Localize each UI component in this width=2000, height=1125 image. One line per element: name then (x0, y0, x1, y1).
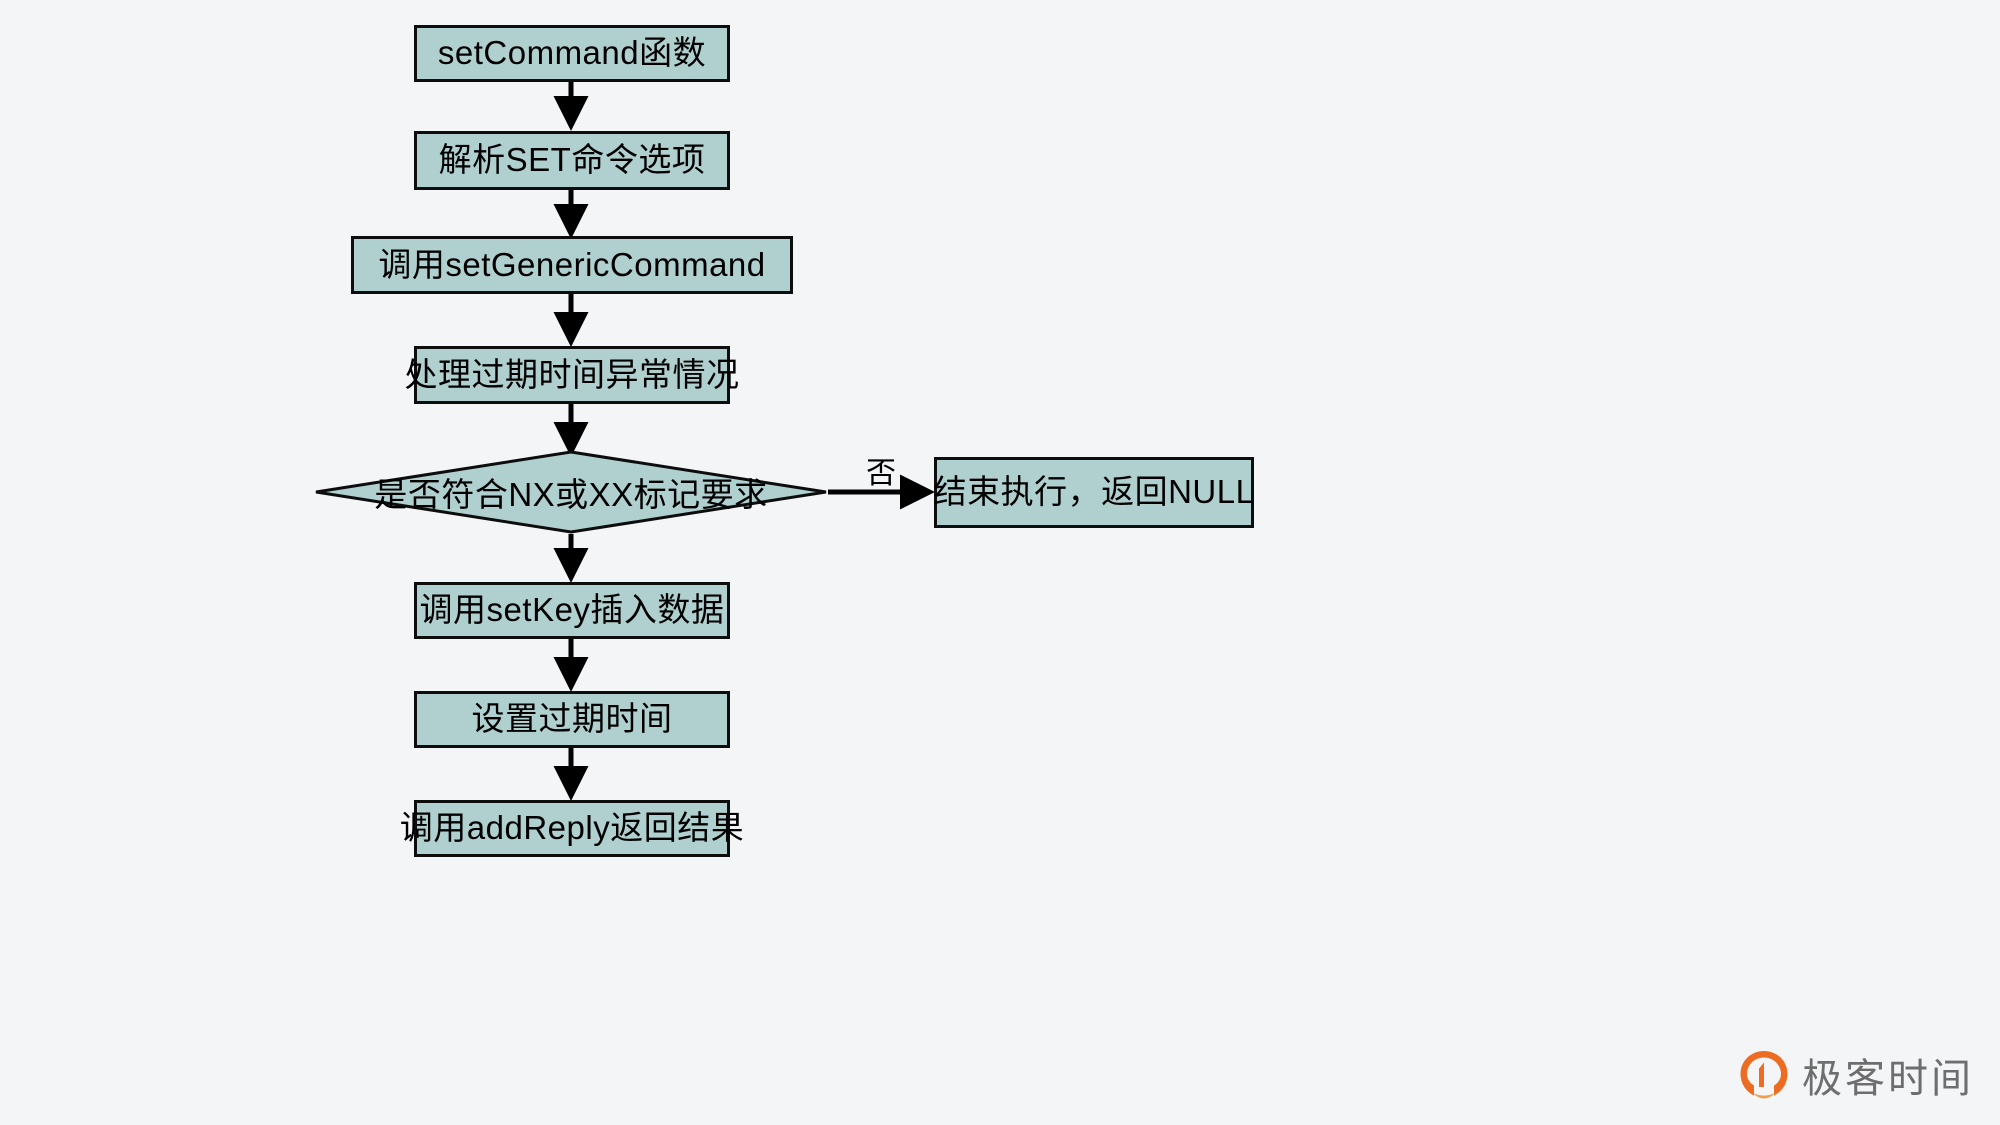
node-set-expire-time[interactable]: 设置过期时间 (414, 691, 730, 748)
geektime-logo-icon (1738, 1049, 1790, 1101)
diamond-shape (315, 450, 827, 534)
node-parse-set-options[interactable]: 解析SET命令选项 (414, 131, 730, 190)
edge-label-no: 否 (866, 457, 896, 490)
node-nx-xx-decision-label: 是否符合NX或XX标记要求 (374, 476, 768, 513)
node-set-command[interactable]: setCommand函数 (414, 25, 730, 82)
node-call-addreply-return[interactable]: 调用addReply返回结果 (400, 800, 744, 857)
node-call-set-generic-command[interactable]: 调用setGenericCommand (351, 236, 793, 294)
node-handle-expire-exception[interactable]: 处理过期时间异常情况 (405, 346, 739, 404)
node-nx-xx-decision[interactable]: 是否符合NX或XX标记要求 (314, 450, 828, 534)
node-call-setkey-insert[interactable]: 调用setKey插入数据 (414, 582, 730, 639)
watermark: 极客时间 (1738, 1046, 1974, 1104)
node-end-return-null[interactable]: 结束执行，返回NULL (934, 457, 1254, 528)
watermark-text: 极客时间 (1802, 1057, 1974, 1101)
